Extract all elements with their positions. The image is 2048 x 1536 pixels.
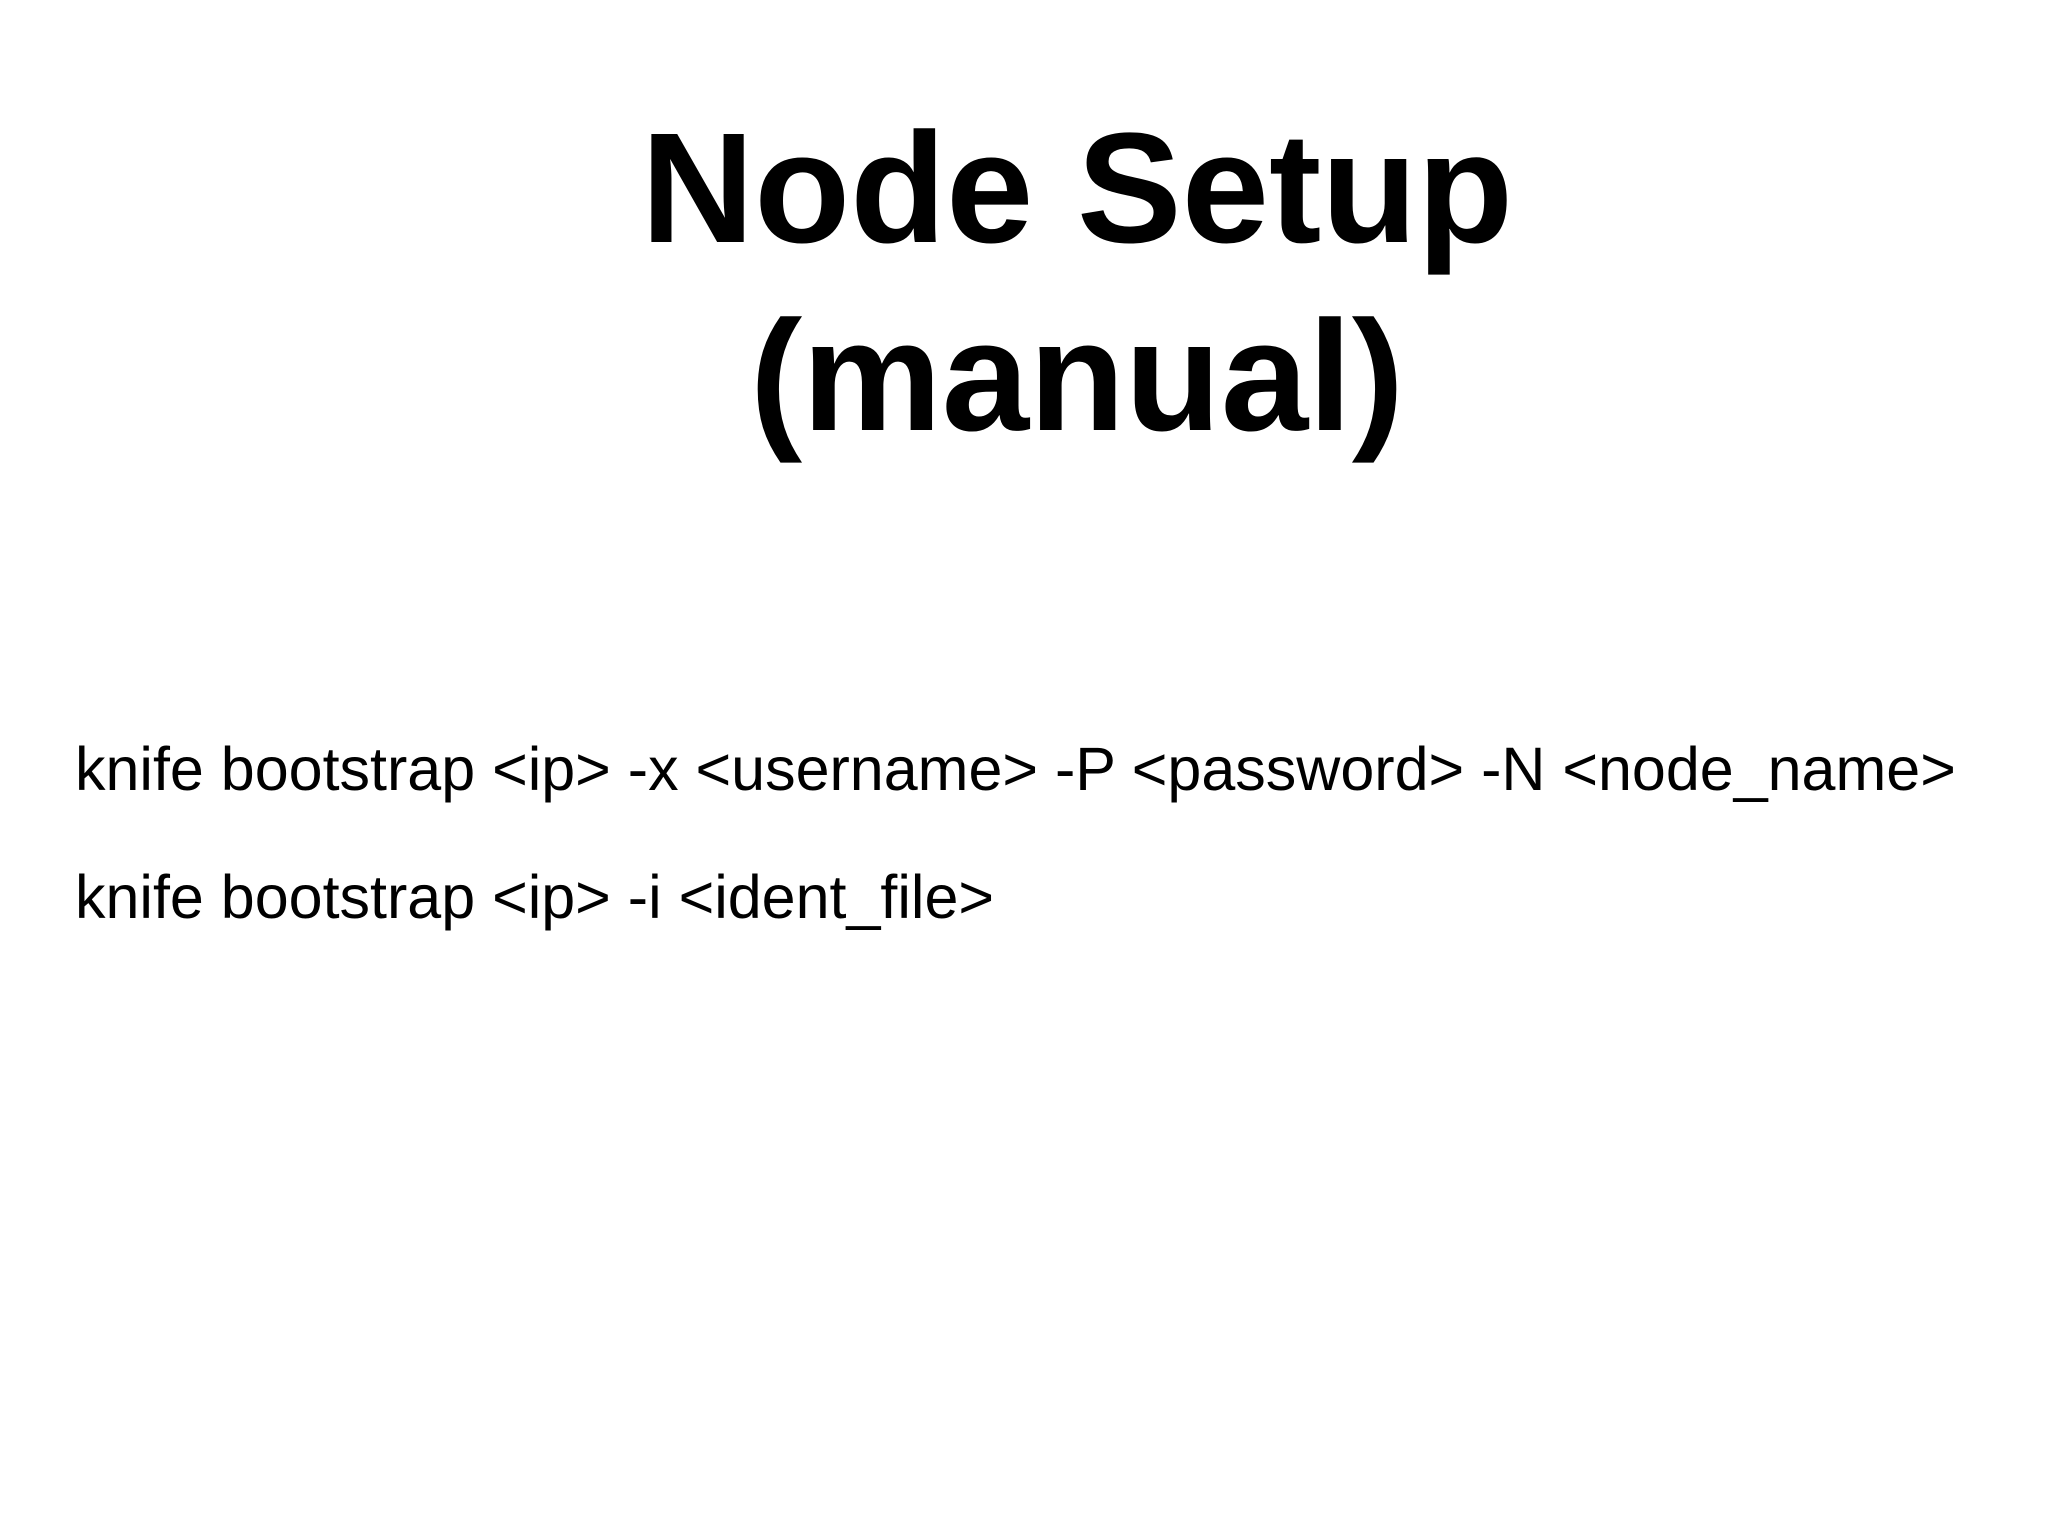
slide-title-line-2: (manual) <box>749 289 1405 465</box>
slide-title-line-1: Node Setup <box>640 101 1514 276</box>
slide-title: Node Setup (manual) <box>53 95 2048 472</box>
command-text-bootstrap-password: knife bootstrap <ip> -x <username> -P <p… <box>75 735 1956 803</box>
command-text-bootstrap-identfile: knife bootstrap <ip> -i <ident_file> <box>75 863 994 931</box>
